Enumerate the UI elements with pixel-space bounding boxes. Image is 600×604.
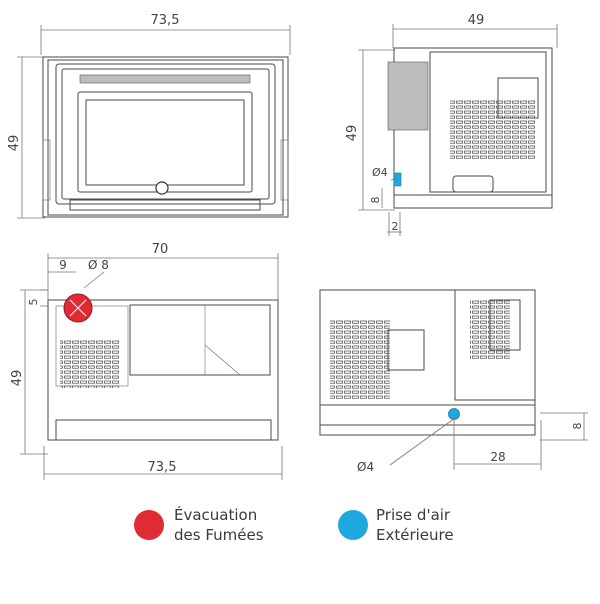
- front-base-bar: [69, 199, 261, 211]
- rear-offset-dimension: 28: [453, 420, 542, 470]
- front-view: 73,5 49: [7, 13, 291, 219]
- front-door-inner: [61, 68, 270, 200]
- front-height-label: 49: [7, 135, 22, 152]
- side-diameter-label: Ø4: [372, 166, 388, 179]
- top-width-dimension: 70: [47, 242, 279, 300]
- air-intake-legend-line1: Prise d'air: [376, 506, 451, 524]
- top-flue-cross-b: [69, 299, 87, 317]
- rear-height-label: 8: [571, 423, 584, 430]
- side-access-plate: [497, 77, 539, 119]
- rear-diameter-leader: [389, 417, 456, 466]
- top-height-label: 49: [10, 370, 25, 387]
- air-intake-legend: Prise d'air Extérieure: [376, 505, 454, 545]
- rear-diameter-label: Ø4: [357, 460, 374, 474]
- side-air-intake-marker: [393, 172, 402, 187]
- air-intake-legend-dot: [338, 510, 368, 540]
- top-diameter-label: Ø 8: [88, 258, 109, 272]
- exhaust-legend: Évacuation des Fumées: [174, 505, 264, 545]
- top-edge-label: 5: [27, 299, 40, 306]
- rear-height-dimension: 8: [540, 412, 588, 441]
- top-width-label: 70: [152, 242, 169, 257]
- side-diameter-leader: [390, 177, 397, 181]
- front-inner-frame: [47, 59, 284, 216]
- side-handle: [452, 175, 494, 193]
- exhaust-legend-line2: des Fumées: [174, 526, 264, 544]
- side-height-label: 49: [345, 125, 360, 142]
- front-glass-outer: [77, 91, 253, 193]
- rear-base: [319, 404, 536, 436]
- top-panel-diagonal: [204, 344, 241, 376]
- front-right-bracket: [280, 139, 289, 201]
- top-height-dimension: 49: [10, 289, 48, 455]
- side-flue-box: [387, 61, 429, 131]
- side-depth-label: 2: [392, 220, 399, 233]
- front-air-grille-top: [79, 74, 251, 84]
- rear-vent-slots-left: [330, 320, 390, 400]
- side-vent-slots: [450, 100, 535, 160]
- exhaust-legend-line1: Évacuation: [174, 506, 258, 524]
- top-diameter-leader: [83, 271, 105, 289]
- front-left-bracket: [42, 139, 51, 201]
- top-base-rail: [55, 419, 272, 441]
- top-view: 70 9 Ø 8 5 49 73,5: [10, 242, 283, 480]
- air-intake-legend-line2: Extérieure: [376, 526, 454, 544]
- top-offset-label: 9: [59, 258, 67, 272]
- rear-flue-pipe: [489, 299, 521, 351]
- exhaust-legend-dot: [134, 510, 164, 540]
- front-width-label: 73,5: [151, 13, 180, 28]
- side-offset-label: 8: [369, 197, 382, 204]
- top-vent-slots: [60, 340, 120, 388]
- front-height-dimension: 49: [7, 56, 45, 219]
- rear-view: Ø4 28 8: [319, 289, 588, 474]
- side-width-dimension: 49: [392, 13, 558, 48]
- rear-access-plate: [387, 329, 425, 371]
- top-bottom-width-label: 73,5: [148, 460, 177, 475]
- front-glass: [85, 99, 245, 186]
- side-view: 49 49 Ø4 8 2: [345, 13, 558, 236]
- front-door: [55, 63, 276, 205]
- front-width-dimension: 73,5: [40, 13, 291, 55]
- top-bottom-width-dimension: 73,5: [43, 446, 283, 480]
- rear-flue-section: [454, 289, 536, 401]
- rear-air-intake-marker: [448, 408, 460, 420]
- side-width-label: 49: [468, 13, 485, 28]
- top-edge-dimension: 5: [27, 289, 48, 307]
- side-height-dimension: 49: [345, 49, 395, 211]
- rear-offset-label: 28: [490, 450, 505, 464]
- front-outer-frame: [42, 56, 289, 218]
- top-panel: [129, 304, 271, 376]
- front-door-handle: [155, 181, 169, 195]
